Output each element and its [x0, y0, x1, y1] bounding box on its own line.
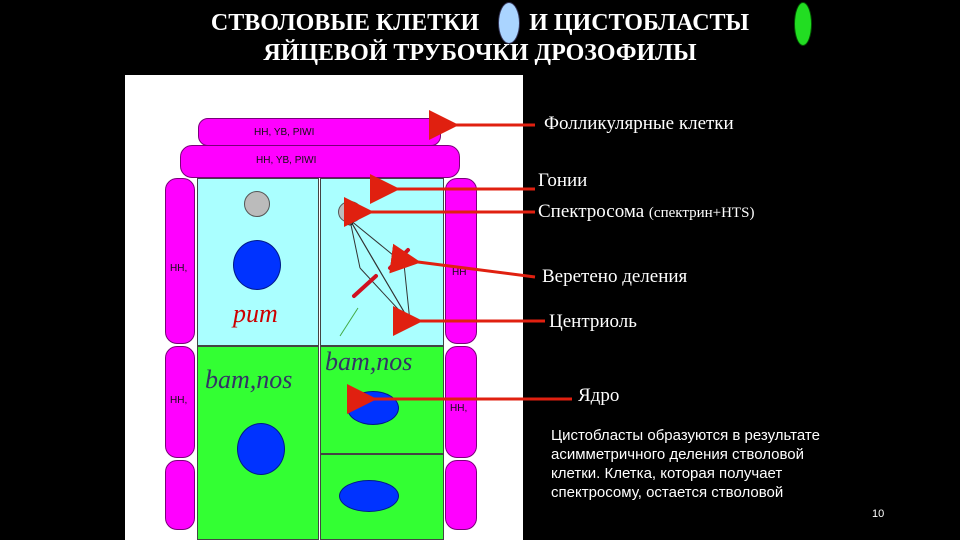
gene-label-bamnos-right: bam,nos	[325, 347, 413, 376]
label-centriole: Центриоль	[549, 311, 637, 332]
label-nucleus: Ядро	[578, 385, 620, 406]
spindle-bar-lower	[352, 274, 378, 298]
side-label-upper-left: HH,	[170, 263, 188, 274]
label-spectrosome: Спектросома (спектрин+HTS)	[538, 201, 754, 223]
follicle-second-label: HH, YB, PIWI	[256, 155, 317, 166]
spectrosome-left	[244, 191, 270, 217]
side-follicle-right-lower	[445, 460, 477, 530]
stem-cell-legend-oval-icon	[498, 2, 520, 44]
side-follicle-left-lower	[165, 460, 195, 530]
follicle-cell-second: HH, YB, PIWI	[180, 145, 460, 178]
nucleus-cystoblast-right-lower	[339, 480, 399, 512]
side-follicle-right-upper: HH	[445, 178, 477, 344]
label-spectrosome-note: (спектрин+HTS)	[648, 205, 755, 221]
label-gonia: Гонии	[538, 170, 588, 191]
title-cystoblasts: И ЦИСТОБЛАСТЫ	[529, 10, 750, 36]
side-label-lower-right: HH,	[450, 403, 468, 414]
spindle-bar-upper	[388, 248, 410, 270]
side-label-lower-left: HH,	[170, 395, 188, 406]
label-spectrosome-main: Спектросома	[538, 201, 645, 222]
label-spindle: Веретено деления	[542, 266, 688, 287]
cystoblast-legend-oval-icon	[794, 2, 812, 46]
follicle-top-label: HH, YB, PIWI	[254, 127, 315, 138]
title-line-1: СТВОЛОВЫЕ КЛЕТКИ И ЦИСТОБЛАСТЫ	[0, 8, 960, 38]
centriole-lower	[404, 320, 412, 328]
gene-label-bamnos-left: bam,nos	[205, 365, 293, 394]
label-follicular: Фолликулярные клетки	[544, 113, 734, 134]
nucleus-stem-left	[233, 240, 281, 290]
explanatory-note: Цистобласты образуются в результате асим…	[551, 427, 820, 501]
page-number: 10	[872, 508, 885, 520]
title-line-2: ЯЙЦЕВОЙ ТРУБОЧКИ ДРОЗОФИЛЫ	[263, 40, 697, 66]
side-follicle-left-middle: HH,	[165, 346, 195, 458]
gene-label-pum: pum	[233, 299, 278, 328]
title-stem-cells: СТВОЛОВЫЕ КЛЕТКИ	[210, 10, 480, 36]
side-follicle-left-upper: HH,	[165, 178, 195, 344]
side-label-upper-right: HH	[452, 267, 467, 278]
nucleus-cystoblast-left	[237, 423, 285, 475]
side-follicle-right-middle: HH,	[445, 346, 477, 458]
arrow-spindle	[389, 243, 536, 279]
